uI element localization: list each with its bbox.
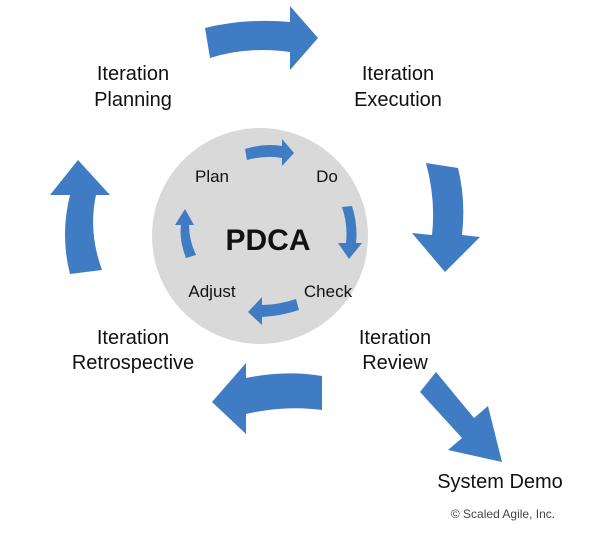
label-execution-2: Execution <box>354 89 442 111</box>
pdca-title: PDCA <box>225 224 310 257</box>
label-review-1: Iteration <box>359 327 431 349</box>
label-planning-1: Iteration <box>97 63 169 85</box>
copyright: © Scaled Agile, Inc. <box>451 507 555 521</box>
arrow-check-to-adjust <box>248 297 299 325</box>
arrow-review-to-demo <box>420 372 502 462</box>
label-planning-2: Planning <box>94 89 172 111</box>
arrow-do-to-check <box>338 206 362 259</box>
pdca-circle <box>152 128 368 344</box>
arrow-retrospective-to-planning <box>50 160 110 274</box>
step-check: Check <box>304 282 353 301</box>
arrow-plan-to-do <box>245 139 294 166</box>
label-execution-1: Iteration <box>362 63 434 85</box>
label-retrospective-2: Retrospective <box>72 352 194 374</box>
step-adjust: Adjust <box>188 282 236 301</box>
arrow-adjust-to-plan <box>175 209 196 258</box>
label-system-demo: System Demo <box>437 471 563 493</box>
label-retrospective-1: Iteration <box>97 327 169 349</box>
arrow-planning-to-execution <box>205 6 318 70</box>
label-review-2: Review <box>362 352 428 374</box>
step-plan: Plan <box>195 167 229 186</box>
step-do: Do <box>316 167 338 186</box>
arrow-review-to-retrospective <box>212 363 322 434</box>
arrow-execution-to-review <box>412 163 480 272</box>
